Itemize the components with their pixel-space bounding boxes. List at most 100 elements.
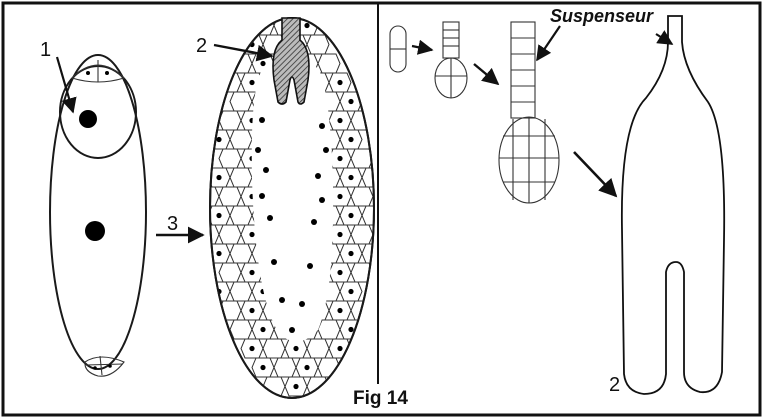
suspensor-label: Suspenseur: [550, 6, 654, 26]
cell-nucleus: [348, 98, 354, 105]
free-nucleus: [319, 197, 325, 203]
cell-nucleus: [293, 345, 299, 352]
endosperm-cell: [361, 205, 374, 226]
endosperm-cell: [306, 34, 330, 55]
egg-nucleus: [79, 110, 97, 128]
proembryo-stage-3: [498, 21, 560, 204]
free-nucleus: [271, 259, 277, 265]
cell-nucleus: [216, 136, 222, 143]
endosperm-cell: [229, 205, 253, 226]
endosperm-cell: [229, 91, 253, 112]
cell-nucleus: [337, 117, 343, 124]
central-nucleus: [85, 221, 105, 241]
endosperm-cell: [218, 224, 242, 245]
cell-nucleus: [337, 79, 343, 86]
cell-nucleus: [348, 288, 354, 295]
endosperm-cell: [317, 53, 341, 74]
hatched-embryo: [272, 17, 310, 105]
cell-nucleus: [260, 364, 266, 371]
endosperm-cell: [229, 167, 253, 188]
endosperm-cell: [273, 357, 297, 378]
synergid-cells: [70, 64, 126, 83]
free-nucleus: [315, 173, 321, 179]
cell-nucleus: [337, 155, 343, 162]
endosperm-cell: [361, 243, 374, 264]
cell-nucleus: [348, 212, 354, 219]
endosperm-cell: [350, 110, 374, 131]
cell-nucleus: [304, 364, 310, 371]
central-cavity: [251, 61, 334, 342]
cell-nucleus: [337, 345, 343, 352]
endosperm-cell: [218, 186, 242, 207]
free-nucleus: [255, 147, 261, 153]
endosperm-cell: [229, 281, 253, 302]
endosperm-cell: [218, 148, 242, 169]
cell-nucleus: [216, 174, 222, 181]
cell-nucleus: [293, 383, 299, 390]
free-nucleus: [279, 297, 285, 303]
proembryo-stage-1: [389, 25, 407, 73]
endosperm-cell: [229, 243, 253, 264]
endosperm-cell: [350, 224, 374, 245]
cell-nucleus: [249, 345, 255, 352]
free-nucleus: [311, 219, 317, 225]
free-nucleus: [299, 301, 305, 307]
free-nucleus: [289, 327, 295, 333]
free-nuclei: [255, 117, 329, 333]
endosperm-cell: [210, 186, 220, 207]
free-nucleus: [263, 167, 269, 173]
arrow-suspensor-b: [655, 30, 674, 45]
figure-caption: Fig 14: [353, 388, 408, 409]
arrow-stage-3: [573, 151, 618, 198]
arrow-stage-2: [473, 63, 500, 86]
cell-nucleus: [216, 212, 222, 219]
cell-nucleus: [304, 22, 310, 29]
cell-nucleus: [260, 60, 266, 67]
free-nucleus: [319, 123, 325, 129]
free-nucleus: [307, 263, 313, 269]
label-2: 2: [196, 35, 207, 57]
endosperm-cell: [229, 129, 253, 150]
endosperm-cell: [229, 319, 253, 340]
cell-nucleus: [348, 174, 354, 181]
arrow-1: [55, 56, 77, 114]
right-panel: Suspenseur 2: [389, 6, 726, 396]
endosperm-oval: [209, 17, 375, 399]
left-panel: 1 3 2: [40, 17, 375, 399]
cell-nucleus: [337, 307, 343, 314]
free-nucleus: [259, 117, 265, 123]
cell-nucleus: [348, 250, 354, 257]
mature-embryo: [620, 15, 726, 395]
arrow-2: [213, 43, 274, 62]
cell-nucleus: [249, 269, 255, 276]
free-nucleus: [323, 147, 329, 153]
endosperm-cell: [317, 319, 341, 340]
cell-nucleus: [337, 269, 343, 276]
cell-nucleus: [348, 136, 354, 143]
proembryo-stage-2: [434, 21, 468, 99]
antipodal-cells: [84, 356, 125, 377]
cell-nucleus: [337, 193, 343, 200]
label-3: 3: [167, 213, 178, 235]
endosperm-cell: [361, 167, 374, 188]
endosperm-cell: [350, 186, 374, 207]
cell-nucleus: [260, 22, 266, 29]
cell-nucleus: [249, 231, 255, 238]
endosperm-cell: [262, 338, 286, 359]
endosperm-cell: [306, 338, 330, 359]
embryo-sac: [49, 54, 147, 377]
final-stage-label: 2: [609, 374, 620, 396]
endosperm-cell: [218, 110, 242, 131]
endosperm-cell: [229, 53, 253, 74]
label-1: 1: [40, 39, 51, 61]
arrow-suspensor-a: [536, 25, 561, 62]
free-nucleus: [259, 193, 265, 199]
cell-nucleus: [249, 79, 255, 86]
cell-nucleus: [216, 250, 222, 257]
cell-nucleus: [348, 326, 354, 333]
arrow-stage-1: [411, 39, 434, 55]
cell-nucleus: [260, 326, 266, 333]
free-nucleus: [267, 215, 273, 221]
